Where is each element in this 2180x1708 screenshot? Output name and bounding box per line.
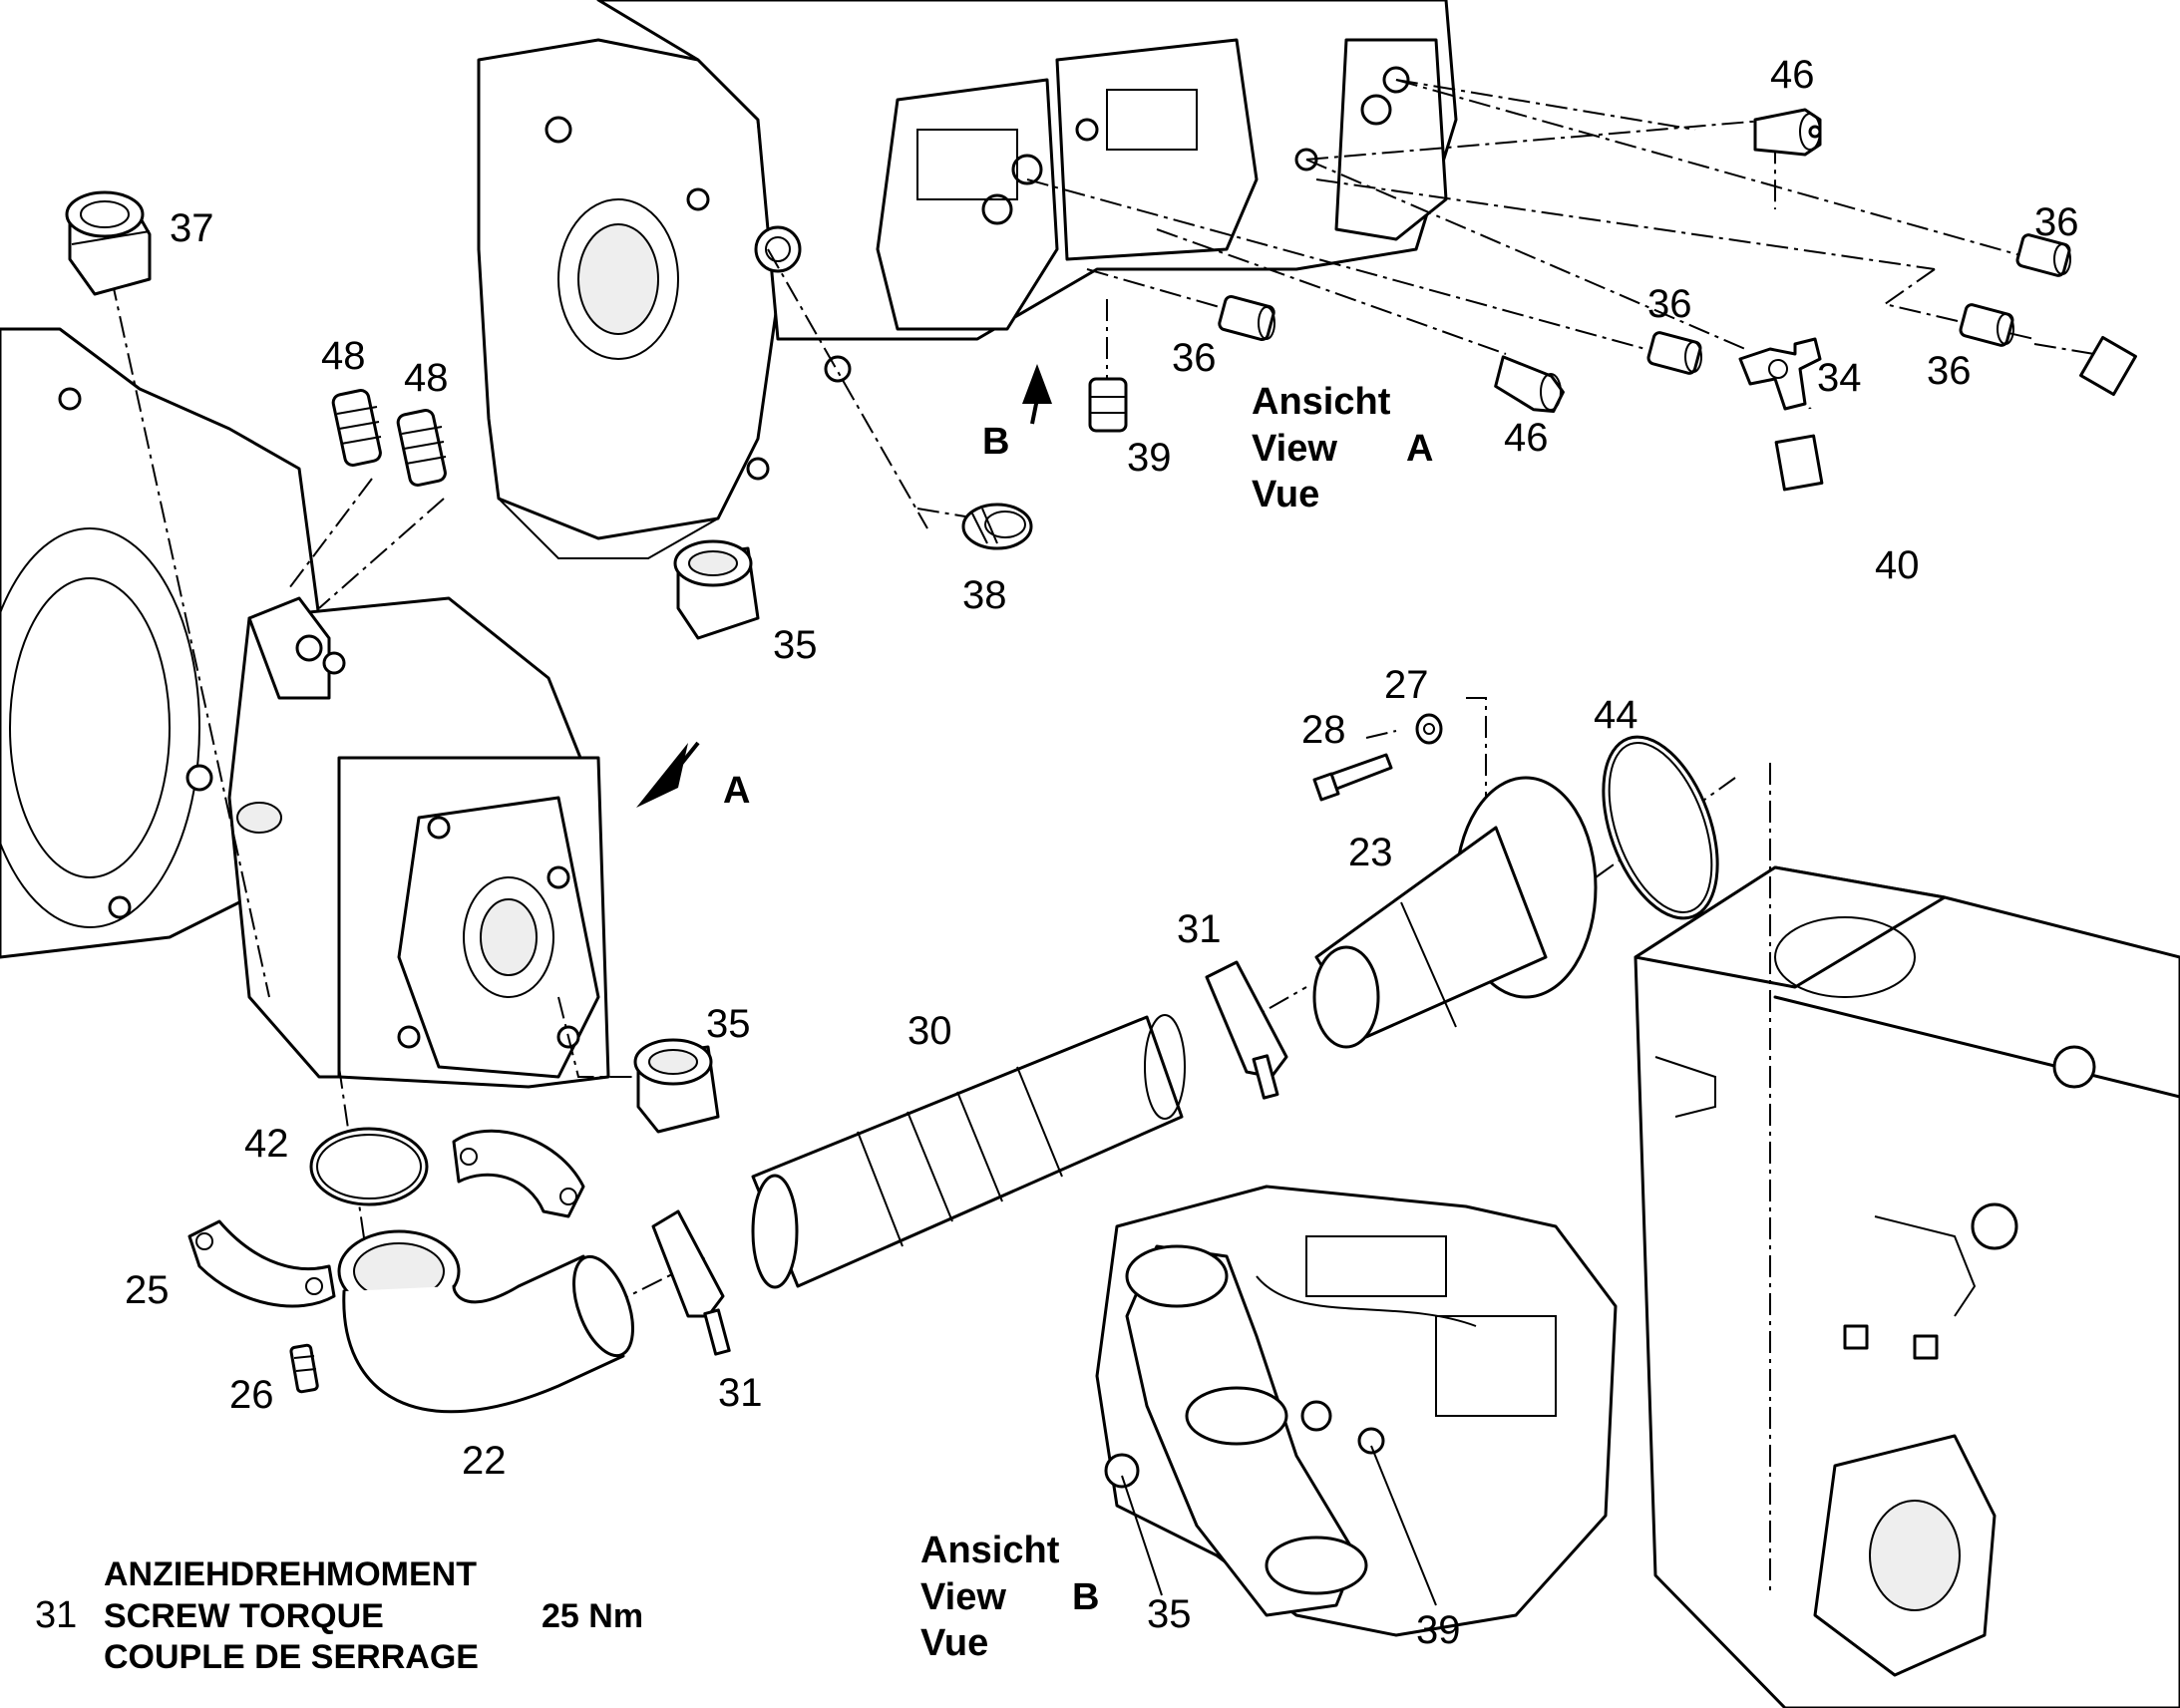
view-b-line3: Vue	[920, 1622, 988, 1664]
callout-40: 40	[1875, 543, 1920, 587]
view-b-letter: B	[1072, 1576, 1099, 1618]
part-23-flanged-tube	[1312, 776, 1598, 1049]
view-a-line1: Ansicht	[1252, 381, 1391, 423]
callout-34: 34	[1817, 356, 1862, 400]
callout-36-right: 36	[2034, 200, 2079, 244]
callout-35-mid: 35	[706, 1002, 751, 1046]
callout-39-top: 39	[1127, 436, 1172, 480]
callout-46-mid: 46	[1504, 416, 1549, 460]
arrow-letter-b: B	[982, 421, 1009, 463]
part-25-flange-half-b	[187, 1219, 336, 1308]
callout-44: 44	[1594, 693, 1638, 737]
part-36-plug-c	[1959, 303, 2014, 347]
part-38-plug	[961, 503, 1033, 550]
part-31-clamp-a	[1205, 960, 1288, 1100]
callout-25: 25	[125, 1268, 170, 1312]
callout-36-lower: 36	[1927, 349, 1972, 393]
view-b-caption: Ansicht View B Vue	[920, 1530, 1099, 1664]
callout-31-upper: 31	[1177, 907, 1222, 951]
torque-item-number: 31	[35, 1594, 77, 1636]
part-48-sensor-b	[396, 409, 447, 487]
view-arrow-a	[636, 741, 700, 808]
callout-35-bottom: 35	[1147, 1592, 1192, 1636]
view-a-line2: View	[1252, 428, 1337, 470]
callout-31-lower: 31	[718, 1371, 763, 1415]
part-40-hose	[1774, 335, 2137, 641]
part-35-fitting-b	[633, 1038, 720, 1134]
callout-26: 26	[229, 1373, 274, 1417]
view-b-line1: Ansicht	[920, 1530, 1060, 1571]
callout-36-mid: 36	[1647, 282, 1692, 326]
part-46-sensor-b	[1494, 355, 1565, 414]
part-26-screw	[289, 1343, 319, 1394]
view-b-subassembly	[1095, 1185, 1618, 1637]
part-30-bellow-hose	[751, 1014, 1186, 1289]
view-a-letter: A	[1406, 428, 1433, 470]
torque-label-de: ANZIEHDREHMOMENT	[104, 1555, 477, 1593]
part-36-plug-a	[1218, 294, 1275, 342]
torque-note: 31 ANZIEHDREHMOMENT SCREW TORQUE COUPLE …	[35, 1555, 643, 1676]
callout-38: 38	[962, 573, 1007, 617]
part-36-plug-b	[1646, 331, 1702, 375]
callout-30: 30	[908, 1009, 952, 1053]
callout-36-left: 36	[1172, 336, 1217, 380]
callout-48-left: 48	[321, 334, 366, 378]
part-42-o-ring	[309, 1127, 429, 1206]
callout-28: 28	[1301, 708, 1346, 752]
callout-35-top: 35	[773, 623, 818, 667]
torque-label-en: SCREW TORQUE	[104, 1597, 384, 1635]
part-25-flange-half-a	[452, 1129, 585, 1218]
part-28-bolt	[1312, 753, 1393, 802]
arrow-letter-a: A	[723, 770, 750, 812]
callout-48-right: 48	[404, 356, 449, 400]
view-b-line2: View	[920, 1576, 1006, 1618]
callout-27: 27	[1384, 663, 1429, 707]
callout-42: 42	[244, 1122, 289, 1166]
part-39-fitting	[1088, 377, 1128, 433]
callout-46-top: 46	[1770, 53, 1815, 97]
torque-value: 25 Nm	[542, 1597, 643, 1635]
callout-37: 37	[170, 206, 214, 250]
part-22-elbow	[337, 1229, 634, 1414]
part-35-fitting-a	[673, 539, 760, 640]
part-27-washer	[1415, 713, 1443, 745]
pump-assembly-top	[477, 0, 1458, 559]
callout-22: 22	[462, 1439, 507, 1483]
part-34-tee-fitting	[1738, 337, 1822, 411]
gearbox-housing	[1634, 865, 2180, 1708]
view-arrow-b	[1022, 364, 1052, 425]
part-48-sensor-a	[331, 389, 382, 467]
part-44-o-ring	[1602, 735, 1719, 920]
part-36-plug-d	[2015, 233, 2071, 277]
view-a-caption: Ansicht View A Vue	[1252, 381, 1433, 515]
part-46-sensor-a	[1753, 108, 1822, 157]
part-31-clamp-b	[651, 1209, 731, 1356]
callout-39-bottom: 39	[1416, 1608, 1461, 1652]
part-37-fitting	[65, 190, 152, 296]
callout-23: 23	[1348, 831, 1393, 874]
torque-label-fr: COUPLE DE SERRAGE	[104, 1638, 479, 1676]
callout-labels: 46 36 37 48 48 36 36 34 36 39 46 38 35 4…	[125, 53, 2079, 1652]
view-a-line3: Vue	[1252, 474, 1319, 515]
pump-assembly-left	[0, 327, 610, 1089]
